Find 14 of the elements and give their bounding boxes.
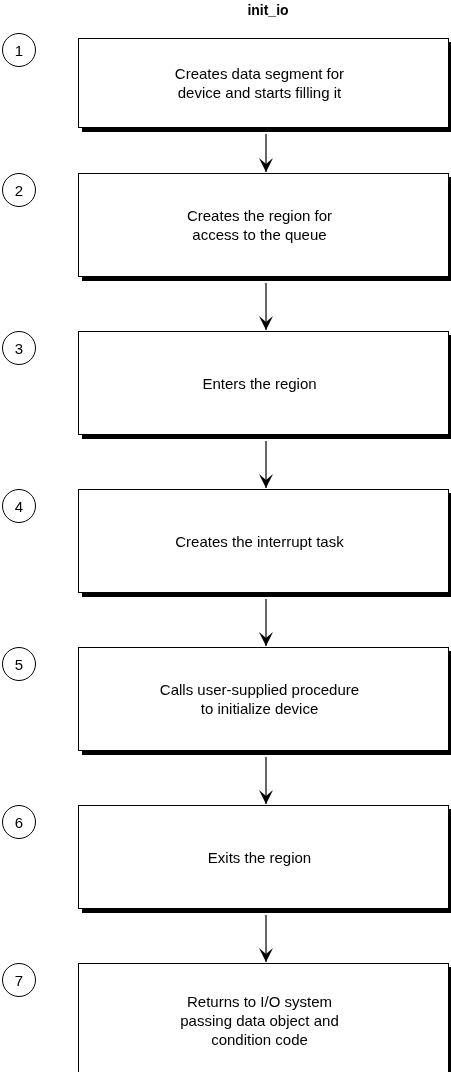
arrow [259, 598, 273, 647]
diagram-title: init_io [246, 2, 290, 18]
step-number: 3 [2, 331, 36, 365]
step-number: 7 [2, 963, 36, 997]
step-number: 1 [2, 33, 36, 67]
step-number: 2 [2, 173, 36, 207]
step-number: 5 [2, 647, 36, 681]
arrow [259, 914, 273, 963]
arrow [259, 282, 273, 331]
process-box: Returns to I/O system passing data object and condition code [78, 963, 449, 1072]
arrow [259, 756, 273, 805]
step-number: 4 [2, 489, 36, 523]
arrow [259, 440, 273, 489]
step-number: 6 [2, 805, 36, 839]
